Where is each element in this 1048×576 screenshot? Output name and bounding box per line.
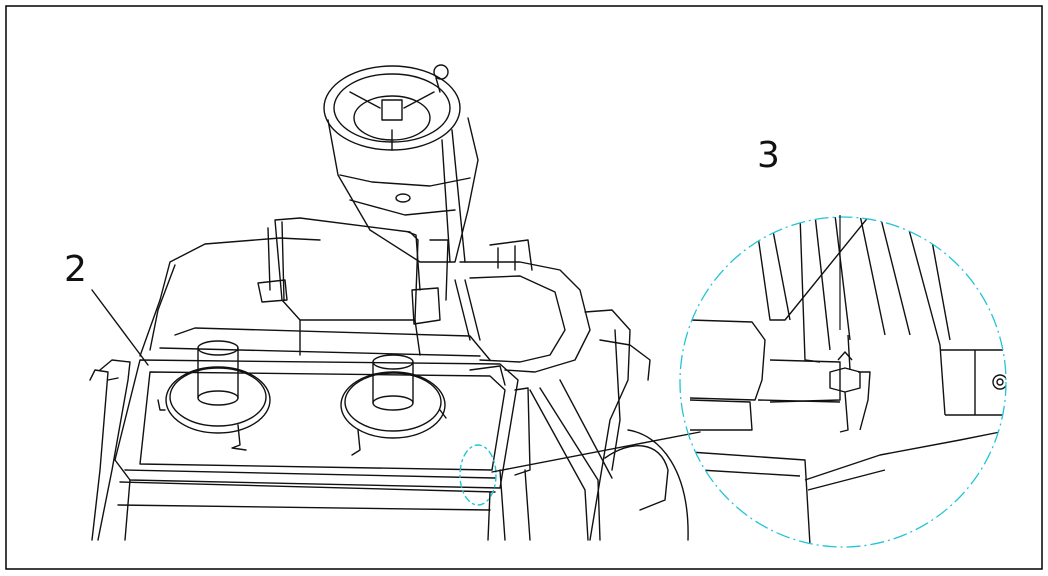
steering-wheel-icon	[323, 64, 461, 151]
tank-top-panel	[89, 327, 531, 541]
drawing-frame	[5, 5, 1043, 570]
right-side-assembly	[529, 309, 689, 541]
seat	[257, 217, 481, 356]
detail-magnifier-circle-icon	[679, 215, 1007, 548]
detail-source-circle	[459, 444, 497, 506]
steering-column	[327, 117, 479, 263]
hood	[139, 237, 591, 373]
spray-head-left-icon	[157, 340, 271, 451]
callout-2-leader	[91, 289, 149, 366]
detail-leader-line	[491, 431, 701, 473]
callout-3: 3	[757, 135, 780, 176]
callout-2: 2	[64, 249, 87, 290]
spray-head-right-icon	[340, 354, 447, 456]
